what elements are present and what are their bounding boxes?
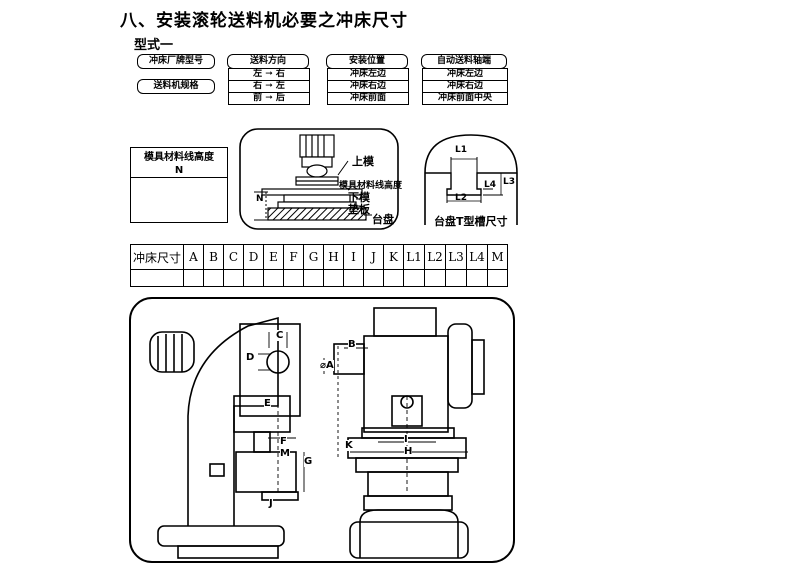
tslot-diagram bbox=[424, 134, 518, 225]
dims-column-k: K bbox=[383, 244, 404, 270]
mold-height-box: 模具材料线高度 N bbox=[130, 147, 228, 223]
dims-column-d: D bbox=[243, 244, 264, 270]
dims-blank-cell bbox=[130, 269, 184, 287]
tslot-caption: 台盘T型槽尺寸 bbox=[434, 215, 508, 228]
d-label: D bbox=[246, 352, 255, 363]
upper-die-label: 上模 bbox=[352, 155, 374, 168]
feed-shaft-option: 冲床右边 bbox=[422, 80, 508, 93]
dims-column-l1: L1 bbox=[403, 244, 425, 270]
dims-value-cell[interactable] bbox=[303, 269, 324, 287]
dims-value-cell[interactable] bbox=[445, 269, 467, 287]
install-position-option: 冲床左边 bbox=[327, 68, 409, 81]
l4-label: L4 bbox=[484, 180, 496, 190]
dims-value-cell[interactable] bbox=[466, 269, 488, 287]
h-label: H bbox=[404, 446, 413, 457]
dims-value-cell[interactable] bbox=[323, 269, 344, 287]
install-position-option: 冲床前面 bbox=[327, 92, 409, 105]
feed-direction-option: 右 ➞ 左 bbox=[228, 80, 310, 93]
dims-value-cell[interactable] bbox=[363, 269, 384, 287]
install-position-header: 安装位置 bbox=[326, 54, 408, 69]
dims-column-a: A bbox=[183, 244, 204, 270]
dims-value-cell[interactable] bbox=[183, 269, 204, 287]
dims-value-cell[interactable] bbox=[243, 269, 264, 287]
a-label: ⌀A bbox=[320, 360, 334, 371]
dims-column-e: E bbox=[263, 244, 284, 270]
install-position-option: 冲床右边 bbox=[327, 80, 409, 93]
f-label: F bbox=[280, 436, 287, 447]
feed-shaft-table: 冲床左边 冲床右边 冲床前面中央 bbox=[422, 68, 508, 105]
l2-label: L2 bbox=[455, 193, 467, 203]
page-title: 八、安装滚轮送料机必要之冲床尺寸 bbox=[120, 11, 408, 31]
mold-height-symbol: N bbox=[174, 165, 184, 176]
feed-direction-table: 左 ➞ 右 右 ➞ 左 前 ➞ 后 bbox=[228, 68, 310, 105]
dims-value-cell[interactable] bbox=[263, 269, 284, 287]
dims-value-cell[interactable] bbox=[424, 269, 446, 287]
install-position-table: 冲床左边 冲床右边 冲床前面 bbox=[327, 68, 409, 105]
table-label: 台盘 bbox=[372, 213, 394, 226]
dims-column-m: M bbox=[487, 244, 508, 270]
m-label: M bbox=[280, 448, 290, 459]
feeder-spec-label: 送料机规格 bbox=[137, 79, 215, 94]
feed-direction-header: 送料方向 bbox=[227, 54, 309, 69]
feed-direction-option: 左 ➞ 右 bbox=[228, 68, 310, 81]
press-machine-drawing bbox=[129, 297, 515, 563]
dims-column-b: B bbox=[203, 244, 224, 270]
dims-value-cell[interactable] bbox=[343, 269, 364, 287]
dims-column-f: F bbox=[283, 244, 304, 270]
mold-height-title: 模具材料线高度 bbox=[144, 152, 214, 163]
dims-value-cell[interactable] bbox=[487, 269, 508, 287]
dims-column-i: I bbox=[343, 244, 364, 270]
section-subtitle: 型式一 bbox=[134, 38, 174, 53]
k-label: K bbox=[345, 440, 353, 451]
dims-column-l4: L4 bbox=[466, 244, 488, 270]
i-label: I bbox=[404, 434, 408, 445]
feed-shaft-option: 冲床左边 bbox=[422, 68, 508, 81]
dims-value-cell[interactable] bbox=[283, 269, 304, 287]
feed-direction-option: 前 ➞ 后 bbox=[228, 92, 310, 105]
j-label: J bbox=[269, 498, 273, 509]
pad-label: 垫板 bbox=[348, 203, 370, 216]
dims-column-c: C bbox=[223, 244, 244, 270]
mold-height-header: 模具材料线高度 N bbox=[131, 148, 227, 178]
feed-shaft-header: 自动送料轴端 bbox=[421, 54, 507, 69]
dims-value-cell[interactable] bbox=[203, 269, 224, 287]
press-brand-label: 冲床厂牌型号 bbox=[137, 54, 215, 69]
dims-column-l3: L3 bbox=[445, 244, 467, 270]
dims-column-j: J bbox=[363, 244, 384, 270]
g-label: G bbox=[304, 456, 313, 467]
c-label: C bbox=[276, 330, 284, 341]
mold-diagram bbox=[239, 128, 399, 230]
dims-row-label: 冲床尺寸 bbox=[130, 244, 184, 270]
dims-column-g: G bbox=[303, 244, 324, 270]
b-label: B bbox=[348, 339, 356, 350]
dims-value-cell[interactable] bbox=[223, 269, 244, 287]
n-label: N bbox=[256, 194, 264, 204]
l1-label: L1 bbox=[455, 145, 467, 155]
feed-height-label: 模具材料线高度 bbox=[339, 181, 403, 191]
e-label: E bbox=[264, 398, 271, 409]
dims-column-h: H bbox=[323, 244, 344, 270]
l3-label: L3 bbox=[503, 177, 515, 187]
feed-shaft-option: 冲床前面中央 bbox=[422, 92, 508, 105]
dims-value-cell[interactable] bbox=[403, 269, 425, 287]
dims-column-l2: L2 bbox=[424, 244, 446, 270]
lower-die-label: 下模 bbox=[348, 191, 370, 204]
dims-value-cell[interactable] bbox=[383, 269, 404, 287]
